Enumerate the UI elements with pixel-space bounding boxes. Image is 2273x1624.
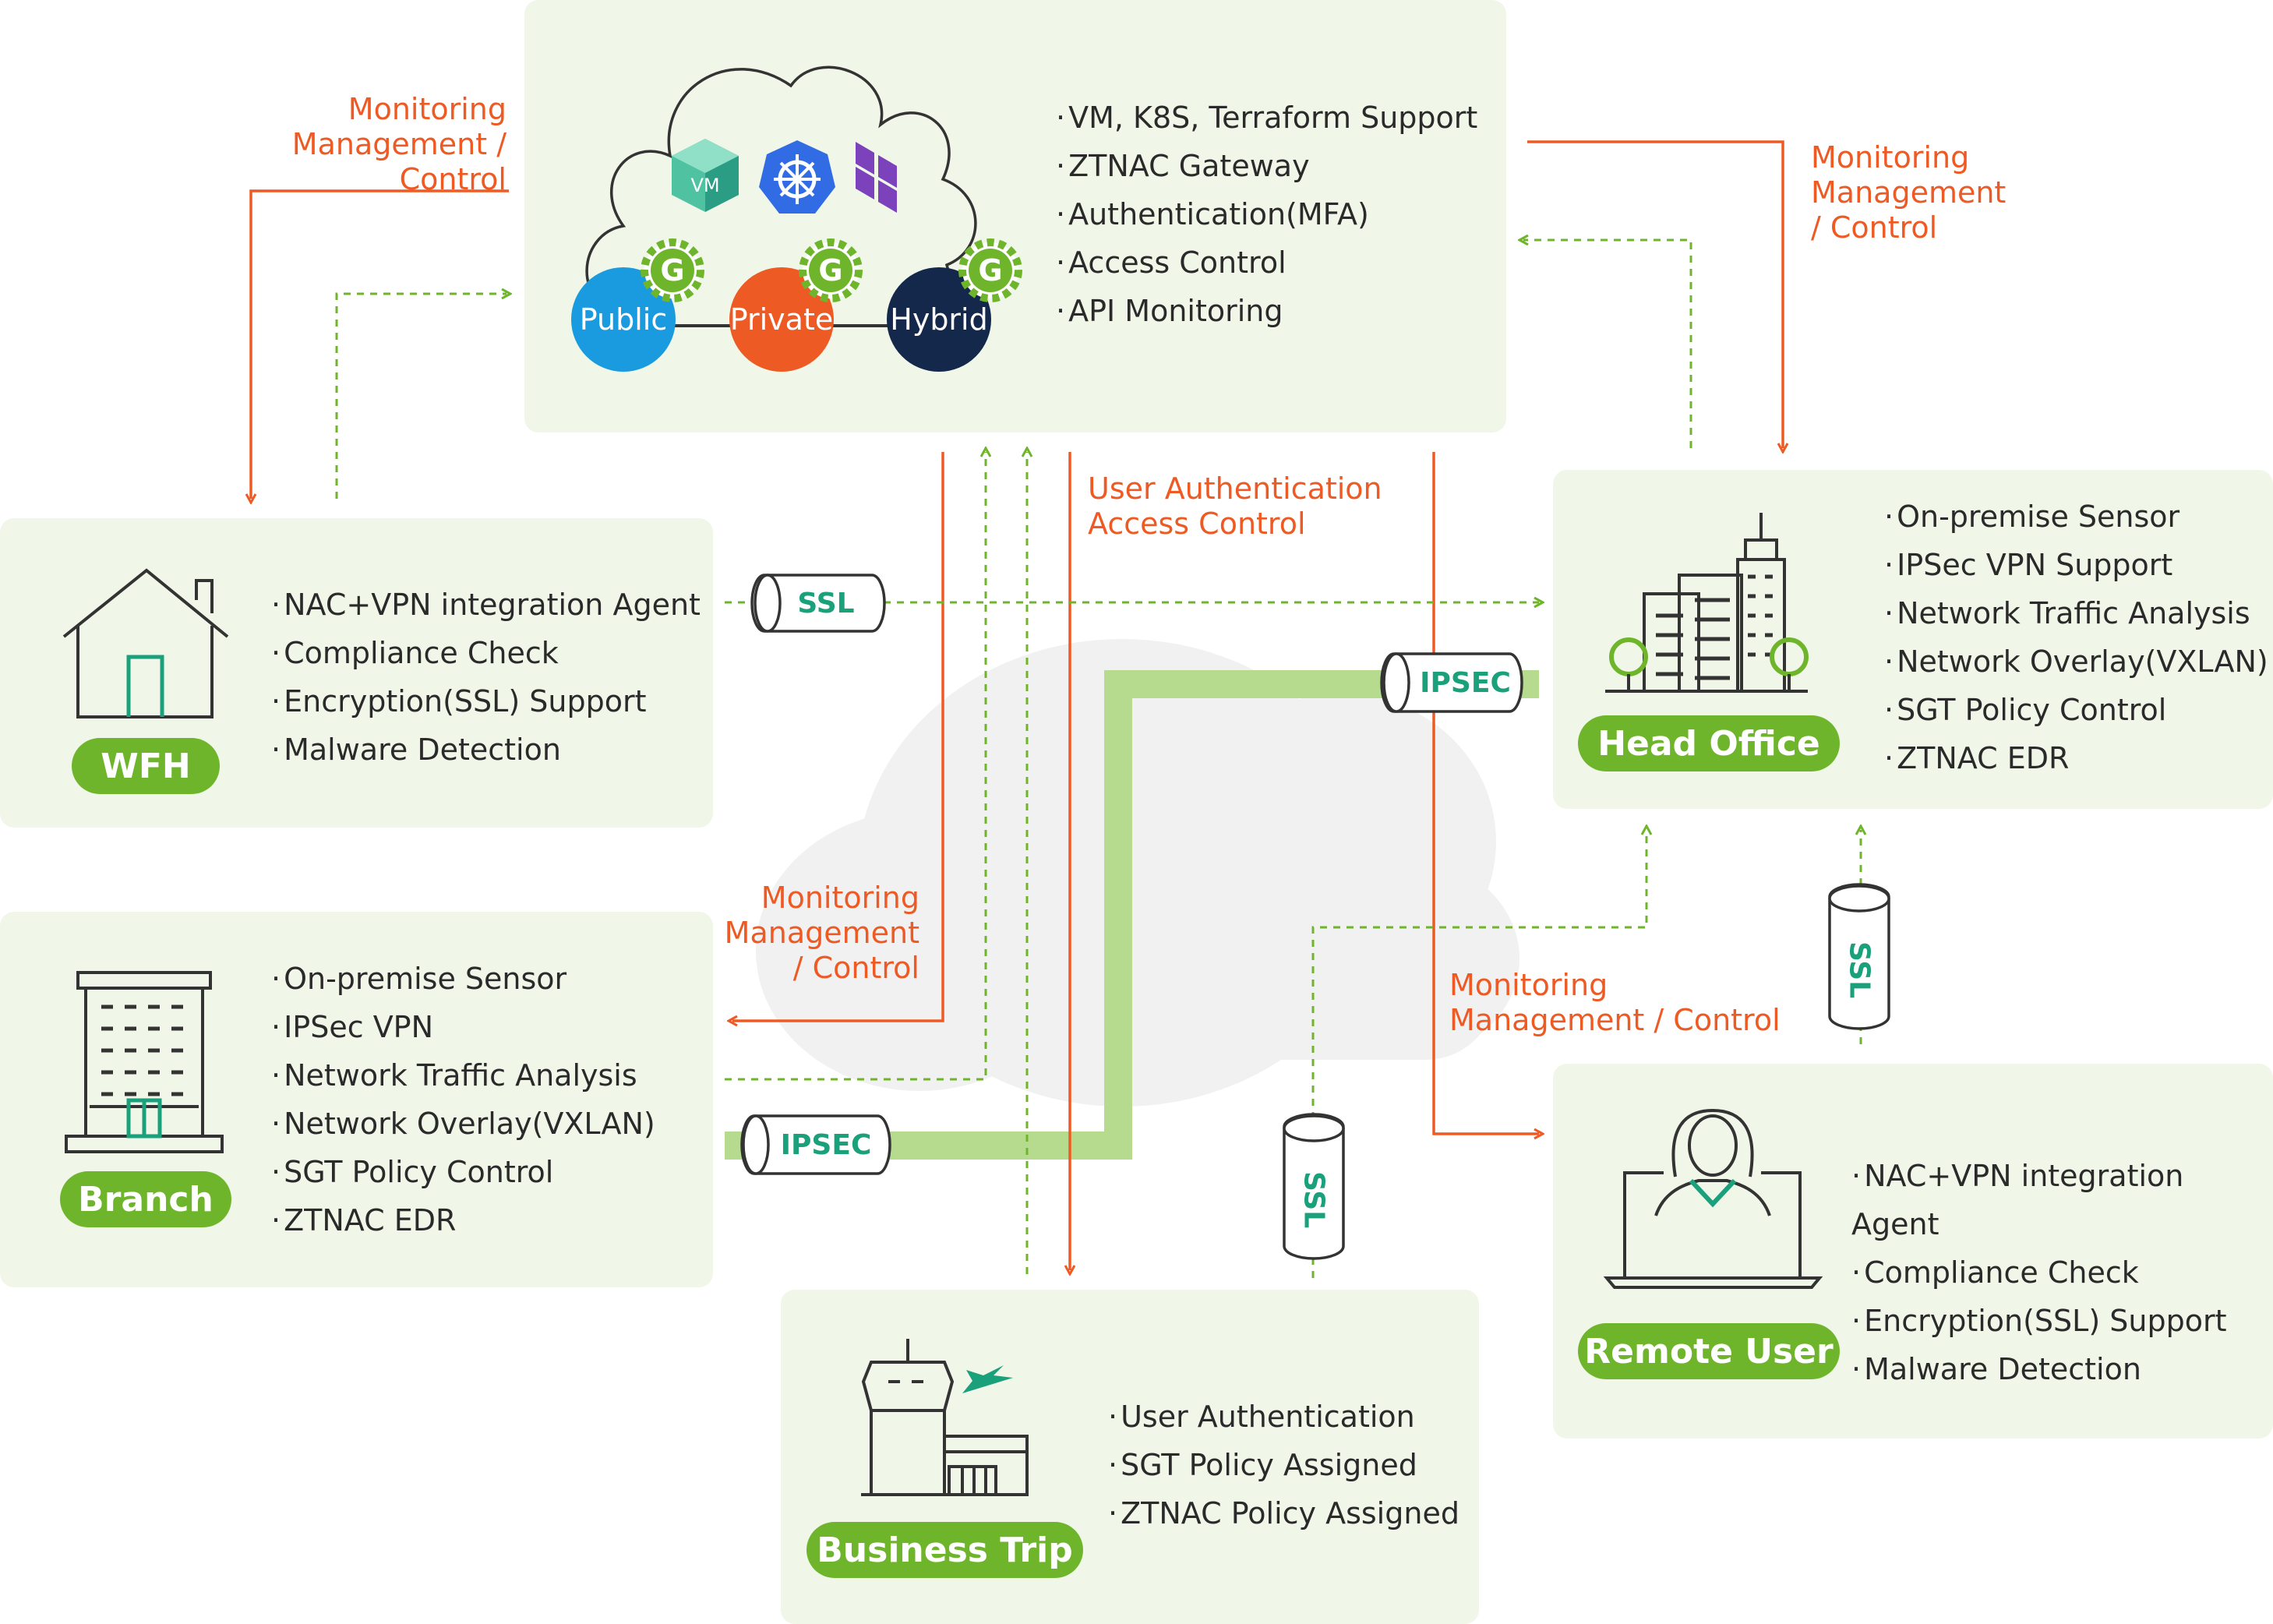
branch-feature-list: On-premise Sensor IPSec VPN Network Traf… bbox=[271, 955, 655, 1244]
branch-ipsec-label: IPSEC bbox=[780, 1128, 872, 1161]
business-trip-feature: User Authentication bbox=[1108, 1393, 1459, 1441]
remote-user-feature: Encryption(SSL) Support bbox=[1851, 1297, 2273, 1345]
airplane-icon bbox=[962, 1365, 1013, 1393]
head-office-feature: SGT Policy Control bbox=[1884, 686, 2268, 734]
remote-ssl-tunnel bbox=[1828, 883, 1890, 1030]
wfh-ssl-tunnel bbox=[750, 574, 886, 633]
cloud-to-wfh-line bbox=[251, 189, 509, 499]
branch-ipsec-tunnel bbox=[740, 1114, 891, 1175]
wfh-title: WFH bbox=[72, 738, 220, 794]
head-office-feature: Network Overlay(VXLAN) bbox=[1884, 637, 2268, 686]
wfh-to-cloud-dash bbox=[335, 294, 506, 499]
trip-ssl-tunnel bbox=[1283, 1113, 1345, 1260]
trip-to-head-dash bbox=[1311, 830, 1647, 1278]
head-office-title: Head Office bbox=[1578, 715, 1840, 771]
head-office-feature-list: On-premise Sensor IPSec VPN Support Netw… bbox=[1884, 492, 2268, 782]
head-ipsec-tunnel bbox=[1380, 652, 1523, 713]
cloud-feature: Authentication(MFA) bbox=[1056, 190, 1477, 238]
wfh-ssl-label: SSL bbox=[797, 587, 855, 620]
remote-user-feature: Compliance Check bbox=[1851, 1248, 2273, 1297]
public-node bbox=[571, 267, 676, 372]
cloud-to-head-line bbox=[1527, 140, 1783, 448]
branch-feature: Network Overlay(VXLAN) bbox=[271, 1100, 655, 1148]
gateway-gear-icon-1 bbox=[641, 238, 704, 302]
head-office-feature: IPSec VPN Support bbox=[1884, 541, 2268, 589]
remote-user-feature: NAC+VPN integration Agent bbox=[1851, 1152, 2273, 1248]
cloud-to-branch-line bbox=[732, 452, 944, 1021]
head-ipsec-label: IPSEC bbox=[1420, 666, 1511, 699]
head-office-feature: Network Traffic Analysis bbox=[1884, 589, 2268, 637]
entrance-icon bbox=[126, 1098, 162, 1139]
annotation-top-left: Monitoring Management / Control bbox=[291, 92, 506, 196]
annotation-top-right: Monitoring Management / Control bbox=[1811, 140, 2007, 245]
cloud-feature: ZTNAC Gateway bbox=[1056, 142, 1477, 190]
airport-tower-icon bbox=[861, 1339, 1029, 1496]
gear-badge-1: G bbox=[660, 253, 685, 288]
business-trip-feature-list: User Authentication SGT Policy Assigned … bbox=[1108, 1393, 1459, 1538]
wfh-feature: Malware Detection bbox=[271, 726, 701, 774]
cloud-feature: API Monitoring bbox=[1056, 287, 1477, 335]
wfh-feature: NAC+VPN integration Agent bbox=[271, 581, 701, 629]
door-icon bbox=[126, 655, 164, 717]
private-node-label: Private bbox=[729, 302, 834, 337]
kubernetes-icon bbox=[759, 140, 835, 214]
branch-feature: IPSec VPN bbox=[271, 1003, 655, 1051]
head-to-cloud-dash bbox=[1523, 240, 1692, 448]
hybrid-node bbox=[887, 267, 991, 372]
business-trip-title: Business Trip bbox=[806, 1522, 1083, 1578]
terraform-icon bbox=[856, 142, 897, 213]
hybrid-node-label: Hybrid bbox=[890, 302, 988, 337]
gateway-gear-icon-2 bbox=[799, 238, 863, 302]
remote-user-feature: Malware Detection bbox=[1851, 1345, 2273, 1393]
cloud-feature: Access Control bbox=[1056, 238, 1477, 287]
branch-feature: SGT Policy Control bbox=[271, 1148, 655, 1196]
annotation-center: User Authentication Access Control bbox=[1088, 471, 1382, 541]
branch-title: Branch bbox=[60, 1171, 231, 1227]
branch-feature: Network Traffic Analysis bbox=[271, 1051, 655, 1100]
trip-ssl-label: SSL bbox=[1297, 1171, 1330, 1229]
wfh-feature-list: NAC+VPN integration Agent Compliance Che… bbox=[271, 581, 701, 774]
business-trip-feature: ZTNAC Policy Assigned bbox=[1108, 1489, 1459, 1538]
gear-badge-3: G bbox=[978, 253, 1003, 288]
collar-icon bbox=[1689, 1178, 1737, 1208]
business-trip-feature: SGT Policy Assigned bbox=[1108, 1441, 1459, 1489]
head-office-feature: ZTNAC EDR bbox=[1884, 734, 2268, 782]
branch-feature: On-premise Sensor bbox=[271, 955, 655, 1003]
branch-feature: ZTNAC EDR bbox=[271, 1196, 655, 1244]
vm-icon bbox=[672, 139, 739, 212]
cloud-feature-list: VM, K8S, Terraform Support ZTNAC Gateway… bbox=[1056, 94, 1477, 335]
gear-badge-2: G bbox=[818, 253, 843, 288]
vm-badge: VM bbox=[690, 175, 720, 196]
ipsec-band bbox=[725, 670, 1539, 1160]
wfh-feature: Encryption(SSL) Support bbox=[271, 677, 701, 726]
annotation-remote: Monitoring Management / Control bbox=[1449, 968, 1781, 1037]
public-node-label: Public bbox=[579, 302, 668, 337]
head-office-feature: On-premise Sensor bbox=[1884, 492, 2268, 541]
cloud-feature: VM, K8S, Terraform Support bbox=[1056, 94, 1477, 142]
gateway-gear-icon-3 bbox=[958, 238, 1022, 302]
remote-user-feature-list: NAC+VPN integration Agent Compliance Che… bbox=[1851, 1152, 2273, 1393]
branch-to-cloud-dash bbox=[725, 452, 986, 1081]
laptop-user-icon bbox=[1603, 1108, 1823, 1289]
cloud-outline-icon bbox=[585, 65, 977, 309]
remote-ssl-label: SSL bbox=[1843, 941, 1876, 999]
city-buildings-icon bbox=[1605, 513, 1808, 693]
house-icon bbox=[62, 568, 229, 718]
private-node bbox=[729, 267, 834, 372]
wfh-feature: Compliance Check bbox=[271, 629, 701, 677]
annotation-branch: Monitoring Management / Control bbox=[724, 881, 919, 985]
remote-user-title: Remote User bbox=[1578, 1323, 1840, 1379]
